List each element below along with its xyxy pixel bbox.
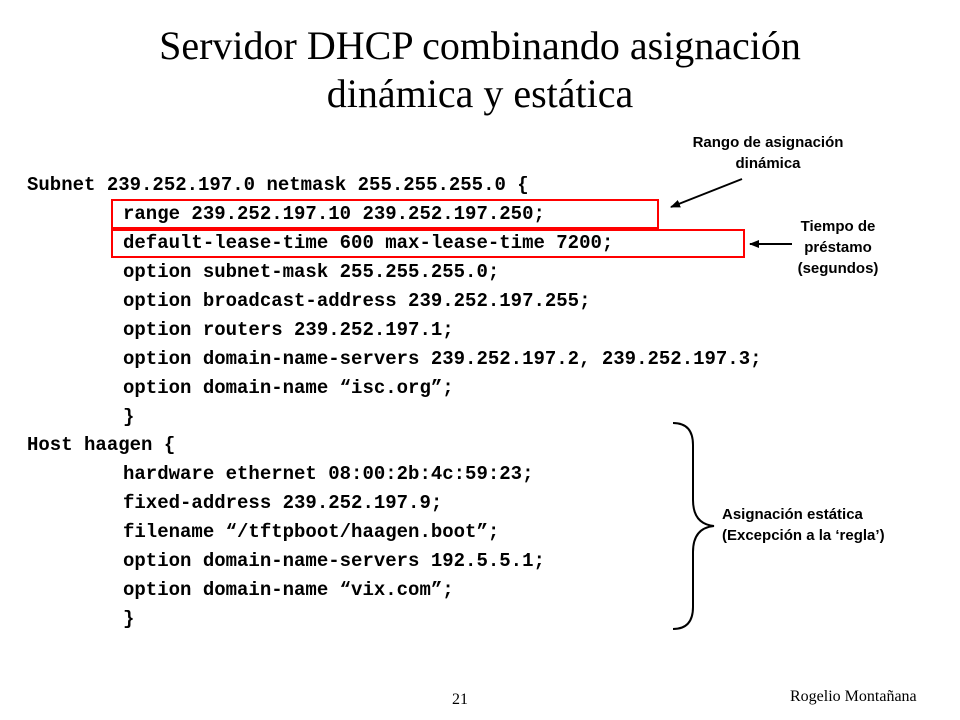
lease-time-highlight-box [111, 229, 745, 258]
code-line-hardware: hardware ethernet 08:00:2b:4c:59:23; [123, 463, 534, 485]
range-annotation-line-2: dinámica [735, 155, 801, 172]
code-line-subnet-mask: option subnet-mask 255.255.255.0; [123, 261, 500, 283]
code-line-broadcast: option broadcast-address 239.252.197.255… [123, 290, 591, 312]
code-line-domain-name: option domain-name “isc.org”; [123, 377, 454, 399]
code-line-routers: option routers 239.252.197.1; [123, 319, 454, 341]
code-line-subnet-close: } [123, 406, 135, 428]
static-annotation-line-1: Asignación estática [722, 506, 863, 523]
lease-annotation-line-3: (segundos) [797, 260, 879, 277]
code-line-host: Host haagen { [27, 434, 176, 456]
range-annotation-line-1: Rango de asignación [692, 134, 844, 151]
code-line-lease-time: default-lease-time 600 max-lease-time 72… [123, 232, 614, 254]
dhcp-config-code: Subnet 239.252.197.0 netmask 255.255.255… [0, 0, 762, 630]
static-brace-icon [672, 422, 715, 630]
code-line-dns-servers: option domain-name-servers 239.252.197.2… [123, 348, 762, 370]
range-arrow-icon [670, 178, 743, 208]
slide-title: Servidor DHCP combinando asignación diná… [0, 22, 960, 118]
code-line-host-dns: option domain-name-servers 192.5.5.1; [123, 550, 545, 572]
code-line-host-domain: option domain-name “vix.com”; [123, 579, 454, 601]
code-line-filename: filename “/tftpboot/haagen.boot”; [123, 521, 500, 543]
code-line-host-close: } [123, 608, 135, 630]
page-number: 21 [452, 691, 468, 708]
code-line-subnet: Subnet 239.252.197.0 netmask 255.255.255… [27, 174, 529, 196]
lease-time-annotation: Tiempo de préstamo (segundos) [772, 216, 904, 279]
code-line-range: range 239.252.197.10 239.252.197.250; [123, 203, 545, 225]
lease-annotation-line-2: préstamo [804, 239, 872, 256]
static-annotation: Asignación estática (Excepción a la ‘reg… [722, 504, 932, 546]
range-highlight-box [111, 199, 659, 229]
static-annotation-line-2: (Excepción a la ‘regla’) [722, 527, 885, 544]
lease-annotation-line-1: Tiempo de [800, 218, 876, 235]
slide-title-line-1: Servidor DHCP combinando asignación [159, 23, 801, 68]
author-name: Rogelio Montañana [790, 688, 917, 705]
range-annotation: Rango de asignación dinámica [658, 132, 878, 174]
code-line-fixed-address: fixed-address 239.252.197.9; [123, 492, 443, 514]
slide-title-line-2: dinámica y estática [326, 71, 634, 116]
